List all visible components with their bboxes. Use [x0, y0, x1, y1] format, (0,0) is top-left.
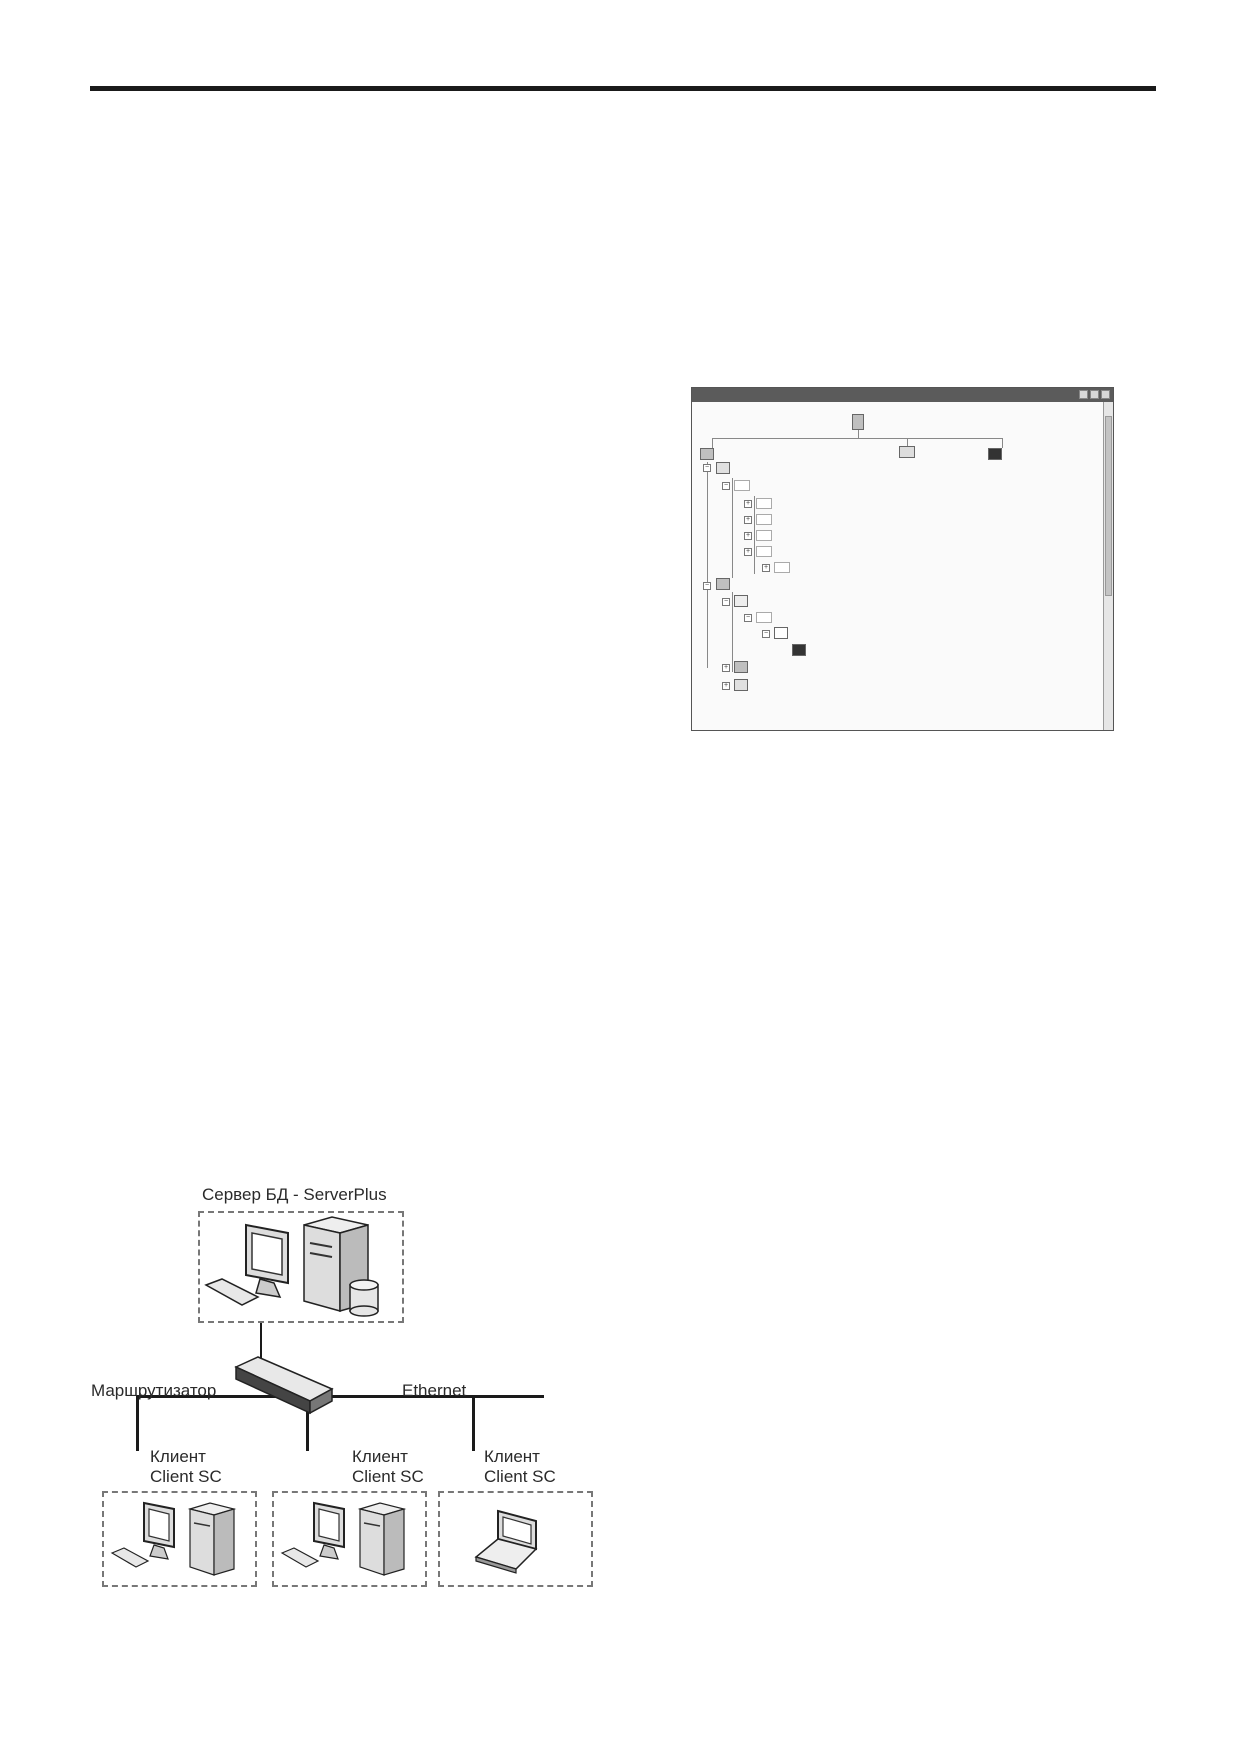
folder-icon	[774, 627, 788, 639]
client-1-group	[102, 1491, 257, 1587]
monitor-icon	[792, 644, 806, 656]
client-1-drop-wire	[136, 1395, 139, 1451]
router-icon	[899, 446, 915, 458]
router-label: Маршрутизатор	[91, 1381, 217, 1400]
client-workstation-icon	[280, 1501, 407, 1576]
router-icon	[234, 1356, 334, 1415]
folder-icon	[716, 462, 730, 474]
folder-icon	[716, 578, 730, 590]
database-icon	[349, 1279, 379, 1317]
vertical-scrollbar[interactable]	[1103, 402, 1113, 730]
window-titlebar	[692, 388, 1113, 402]
ethernet-bus-wire	[136, 1395, 544, 1398]
tree-expand-toggle[interactable]: +	[722, 682, 730, 690]
tree-node[interactable]	[756, 498, 772, 509]
monitor-icon	[852, 414, 864, 430]
client-3-group	[438, 1491, 593, 1587]
server-icon	[700, 448, 714, 460]
tree-expand-toggle[interactable]: +	[744, 548, 752, 556]
tree-node[interactable]	[756, 514, 772, 525]
minimize-icon[interactable]	[1079, 390, 1088, 399]
tree-expand-toggle[interactable]: +	[744, 532, 752, 540]
client-3-drop-wire	[472, 1395, 475, 1451]
tree-view: − − + + + + + − − − − + +	[692, 402, 1103, 730]
router-icon	[734, 595, 748, 607]
client-1-label: Клиент Client SC	[150, 1447, 222, 1486]
laptop-icon	[474, 1509, 538, 1574]
client-workstation-icon	[110, 1501, 237, 1576]
client-2-group	[272, 1491, 427, 1587]
maximize-icon[interactable]	[1090, 390, 1099, 399]
tree-node[interactable]	[756, 530, 772, 541]
server-icon	[734, 661, 748, 673]
monitor-icon	[988, 448, 1002, 460]
tree-expand-toggle[interactable]: +	[762, 564, 770, 572]
tree-window-screenshot: − − + + + + + − − − − + +	[691, 387, 1114, 731]
server-workstation-icon	[204, 1216, 379, 1317]
tree-collapse-toggle[interactable]: −	[703, 582, 711, 590]
client-2-drop-wire	[306, 1395, 309, 1451]
folder-icon	[734, 679, 748, 691]
tree-expand-toggle[interactable]: +	[744, 516, 752, 524]
window-controls	[1079, 390, 1110, 399]
scrollbar-thumb[interactable]	[1105, 416, 1112, 596]
ethernet-label: Ethernet	[402, 1381, 467, 1400]
tree-node[interactable]	[774, 562, 790, 573]
server-group	[198, 1211, 404, 1323]
tree-collapse-toggle[interactable]: −	[744, 614, 752, 622]
server-label: Сервер БД - ServerPlus	[202, 1185, 387, 1204]
tree-collapse-toggle[interactable]: −	[703, 464, 711, 472]
tree-collapse-toggle[interactable]: −	[762, 630, 770, 638]
tree-collapse-toggle[interactable]: −	[722, 598, 730, 606]
network-diagram: Сервер БД - ServerPlus	[80, 1185, 620, 1605]
header-rule	[90, 86, 1156, 91]
tree-expand-toggle[interactable]: +	[722, 664, 730, 672]
tree-node[interactable]	[756, 612, 772, 623]
close-icon[interactable]	[1101, 390, 1110, 399]
tree-node[interactable]	[756, 546, 772, 557]
tree-collapse-toggle[interactable]: −	[722, 482, 730, 490]
tree-node[interactable]	[734, 480, 750, 491]
client-2-label: Клиент Client SC	[352, 1447, 424, 1486]
server-uplink-wire	[260, 1323, 262, 1367]
client-3-label: Клиент Client SC	[484, 1447, 556, 1486]
tree-expand-toggle[interactable]: +	[744, 500, 752, 508]
